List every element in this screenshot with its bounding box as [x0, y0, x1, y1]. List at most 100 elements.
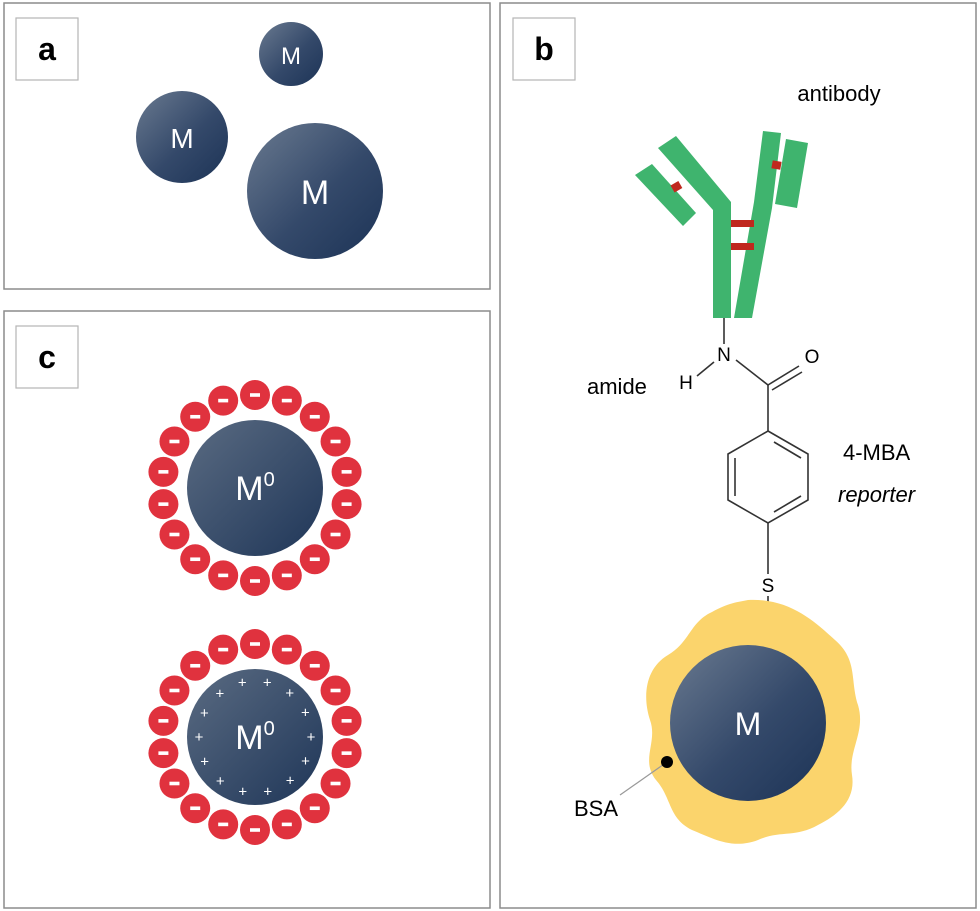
- panel-b-letter: b: [534, 31, 554, 67]
- plus-icon: +: [301, 753, 310, 770]
- negative-ion-ring-top: [148, 380, 362, 596]
- minus-sign: [169, 532, 180, 537]
- negative-ion: [208, 560, 239, 591]
- plus-icon: +: [307, 729, 316, 746]
- particle-m0-bottom-label: M0: [235, 718, 274, 757]
- atom-s: S: [762, 576, 775, 597]
- atom-o: O: [805, 347, 820, 368]
- particle-medium: [136, 91, 228, 183]
- particle-m0-bottom: [187, 669, 323, 805]
- minus-sign: [218, 647, 229, 652]
- panel-a-letter: a: [38, 31, 56, 67]
- panel-b-letter-box: [512, 17, 576, 81]
- minus-sign: [341, 502, 352, 506]
- particle-large-label: M: [301, 174, 329, 212]
- minus-sign: [341, 751, 352, 755]
- negative-ion: [148, 738, 179, 769]
- amide-label: amide: [587, 374, 647, 399]
- antibody-light-left: [635, 164, 696, 226]
- minus-sign: [330, 688, 341, 693]
- minus-sign: [330, 781, 341, 786]
- minus-sign: [158, 502, 169, 506]
- plus-icon: +: [263, 674, 272, 691]
- minus-sign: [218, 822, 229, 827]
- molecule-bonds: [696, 318, 809, 645]
- negative-ion: [299, 650, 330, 681]
- minus-sign: [218, 573, 229, 578]
- negative-ion: [180, 793, 211, 824]
- atom-n: N: [717, 345, 731, 366]
- particle-core-label: M: [735, 706, 762, 742]
- antibody-label: antibody: [797, 81, 880, 106]
- antibody-heavy-right: [734, 131, 781, 318]
- negative-ion: [271, 634, 302, 665]
- minus-sign: [341, 470, 352, 474]
- antibody-heavy-left: [658, 136, 731, 318]
- minus-sign: [250, 828, 260, 832]
- minus-sign: [330, 439, 341, 444]
- antibody-shape: [635, 131, 808, 318]
- negative-ion: [331, 456, 362, 487]
- bsa-label: BSA: [574, 796, 618, 821]
- minus-sign: [309, 806, 320, 811]
- particle-small-label: M: [281, 43, 301, 70]
- particle-small: [259, 22, 323, 86]
- panel-c-frame: [3, 310, 491, 909]
- plus-icon: +: [238, 674, 247, 691]
- negative-ion: [240, 566, 270, 596]
- minus-sign: [169, 781, 180, 786]
- plus-icon: +: [200, 754, 209, 771]
- negative-ion: [320, 675, 351, 706]
- panel-c-letter: c: [38, 339, 56, 375]
- negative-ion: [331, 738, 362, 769]
- negative-ion: [320, 519, 351, 550]
- negative-ion: [180, 401, 211, 432]
- negative-ion: [299, 401, 330, 432]
- plus-icon: +: [216, 773, 225, 790]
- negative-ion: [180, 650, 211, 681]
- negative-ion: [208, 385, 239, 416]
- negative-ion: [159, 519, 190, 550]
- bsa-pointer-dot: [661, 756, 673, 768]
- antibody-light-right: [775, 139, 808, 208]
- minus-sign: [218, 398, 229, 403]
- particle-medium-label: M: [170, 123, 193, 154]
- negative-ion: [159, 426, 190, 457]
- minus-sign: [250, 393, 260, 397]
- minus-sign: [169, 688, 180, 693]
- panel-a: a M M M: [3, 2, 491, 290]
- reporter-label: reporter: [838, 482, 917, 507]
- negative-ion: [299, 793, 330, 824]
- minus-sign: [281, 398, 292, 403]
- minus-sign: [309, 663, 320, 668]
- minus-sign: [158, 751, 169, 755]
- negative-ion: [331, 489, 362, 520]
- particle-m0-top: [187, 420, 323, 556]
- negative-ion-ring-bottom: [148, 629, 362, 845]
- plus-icon: +: [216, 685, 225, 702]
- negative-ion: [331, 705, 362, 736]
- particle-m0-top-label: M0: [235, 469, 274, 508]
- minus-sign: [250, 642, 260, 646]
- minus-sign: [281, 822, 292, 827]
- atom-h: H: [679, 373, 693, 394]
- minus-sign: [158, 719, 169, 723]
- minus-sign: [190, 663, 201, 668]
- plus-icon: +: [195, 729, 204, 746]
- negative-ion: [148, 489, 179, 520]
- plus-icon: +: [286, 773, 295, 790]
- negative-ion: [320, 426, 351, 457]
- minus-sign: [169, 439, 180, 444]
- negative-ion: [159, 675, 190, 706]
- negative-ion: [271, 385, 302, 416]
- negative-ion: [240, 380, 270, 410]
- minus-sign: [190, 806, 201, 811]
- plus-icon: +: [301, 704, 310, 721]
- negative-ion: [159, 768, 190, 799]
- minus-sign: [250, 579, 260, 583]
- negative-ion: [208, 634, 239, 665]
- panel-b: b antibody: [499, 2, 977, 909]
- plus-icon: +: [285, 685, 294, 702]
- negative-ion: [320, 768, 351, 799]
- positive-charge-ring: ++++++++++++++: [195, 674, 316, 800]
